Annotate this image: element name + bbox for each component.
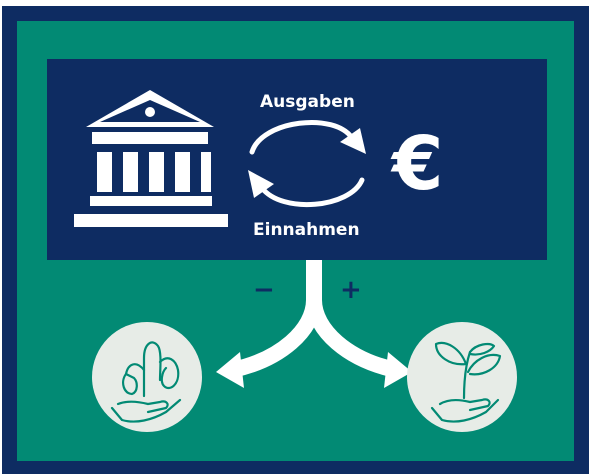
euro-symbol: € — [392, 121, 444, 207]
plus-sign: + — [340, 275, 362, 305]
revenue-label: Einnahmen — [253, 220, 360, 240]
expenses-label: Ausgaben — [260, 92, 355, 112]
minus-sign: − — [253, 275, 275, 305]
